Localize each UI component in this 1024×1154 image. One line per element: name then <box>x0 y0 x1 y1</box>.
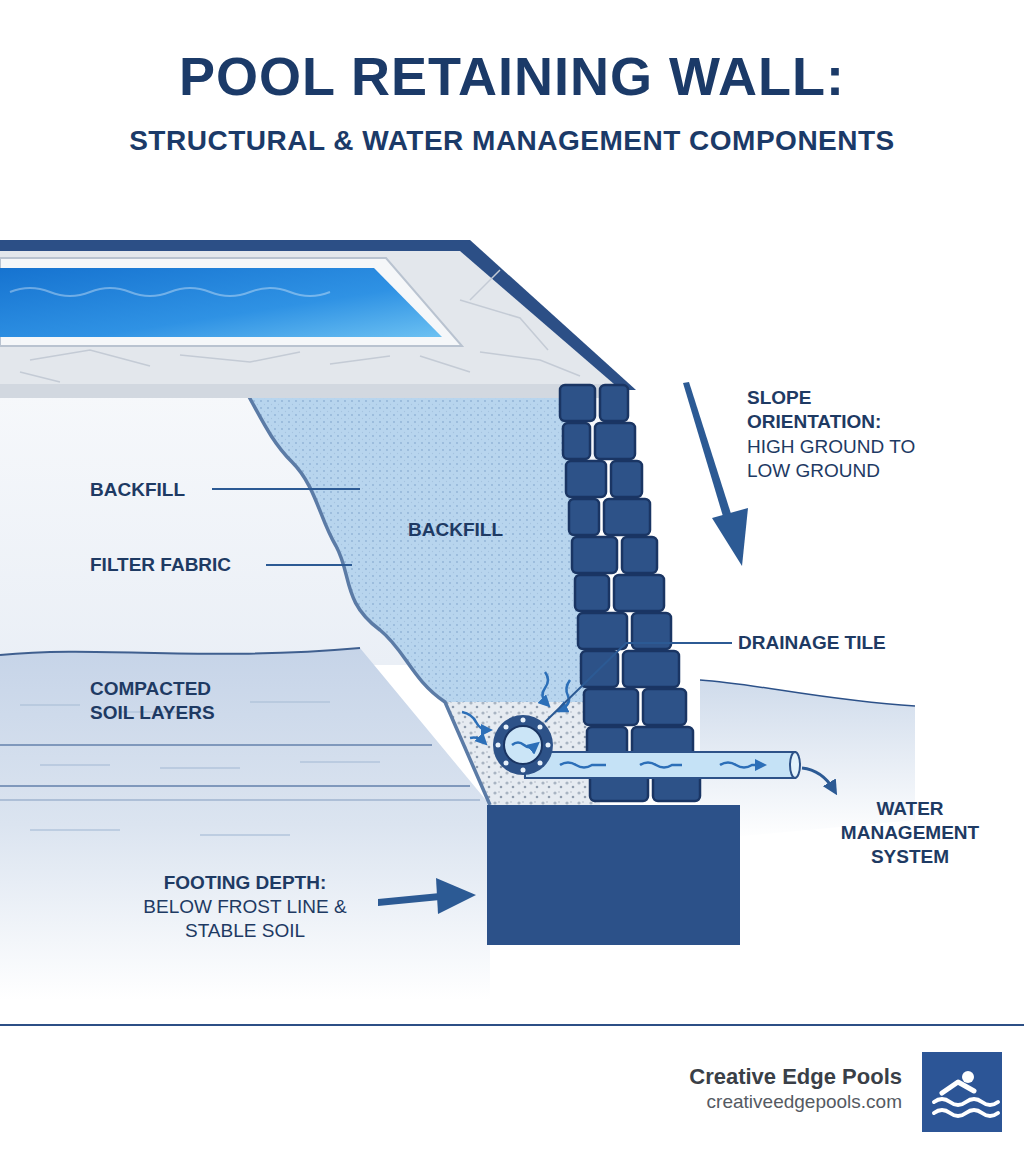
wall-block <box>595 423 635 459</box>
drain-tile <box>493 715 553 775</box>
part-label: WATER MANAGEMENT SYSTEM <box>825 797 995 868</box>
outlet-arrow <box>802 768 834 790</box>
logo-box <box>922 1052 1002 1132</box>
logo-swimmer-body <box>942 1082 974 1093</box>
seepage-arrow <box>462 712 488 730</box>
note-text: HIGH GROUND TO LOW GROUND <box>747 435 947 483</box>
wall-block <box>572 537 617 573</box>
wall-block <box>604 499 650 535</box>
soil-layer-line <box>0 799 480 801</box>
slope-arrow-shaft <box>683 382 733 523</box>
perforation <box>504 761 509 766</box>
wall-block <box>623 651 679 687</box>
perforation <box>538 761 543 766</box>
perforation <box>496 743 501 748</box>
leader-line <box>545 643 732 722</box>
drain-tile-bore <box>504 726 542 764</box>
wall-block <box>566 461 606 497</box>
perforation <box>504 725 509 730</box>
soil-line <box>0 648 360 655</box>
backfill-texture <box>248 395 596 702</box>
wall-blocks <box>560 385 700 801</box>
wall-block <box>622 537 657 573</box>
pool-water <box>0 268 442 337</box>
note-text: BELOW FROST LINE & STABLE SOIL <box>140 895 350 943</box>
wall-block <box>578 613 627 649</box>
footer-rule <box>0 1024 1024 1026</box>
wall-block <box>611 461 642 497</box>
deck-edge <box>0 384 622 398</box>
diagram-title: POOL RETAINING WALL: <box>0 44 1024 109</box>
part-label: FOOTING DEPTH: <box>140 871 350 895</box>
perforation <box>521 718 526 723</box>
soil-layer-line <box>0 744 432 746</box>
footing-arrow-head <box>436 878 476 914</box>
footing-arrow-shaft <box>378 893 440 906</box>
deck-coping <box>0 240 636 390</box>
wall-block <box>643 689 686 725</box>
filter-fabric-line <box>248 395 490 805</box>
wall-block <box>614 575 664 611</box>
part-label: BACKFILL <box>90 478 230 502</box>
part-label: BACKFILL <box>408 518 548 542</box>
logo-wave <box>934 1099 998 1105</box>
deck-surface <box>0 251 614 384</box>
pool-coping <box>0 258 462 346</box>
wall-block <box>560 385 595 421</box>
water-wave <box>10 288 330 296</box>
perforation <box>546 743 551 748</box>
drain-tile-perforations <box>496 718 551 773</box>
part-label: DRAINAGE TILE <box>738 631 938 655</box>
logo-swimmer-head <box>962 1071 974 1083</box>
ground-line <box>700 680 915 706</box>
slope-arrow-head <box>712 508 748 566</box>
flow-arrow <box>560 763 762 768</box>
flow-arrow <box>512 743 536 748</box>
seepage-arrow <box>542 672 548 704</box>
leader-line <box>266 564 352 566</box>
wall-block <box>584 689 638 725</box>
part-label: FILTER FABRIC <box>90 553 290 577</box>
seepage-arrow <box>470 738 484 743</box>
leader-line <box>212 488 360 490</box>
wall-block <box>569 499 599 535</box>
soil-layer-line <box>0 785 470 787</box>
footing <box>487 805 740 945</box>
compacted-soil <box>0 648 490 1000</box>
diagram-subtitle: STRUCTURAL & WATER MANAGEMENT COMPONENTS <box>0 123 1024 158</box>
part-label: SLOPE ORIENTATION: <box>747 386 897 434</box>
brand-url: creativeedgepools.com <box>560 1090 902 1114</box>
wall-block <box>563 423 590 459</box>
perforation <box>521 768 526 773</box>
wall-block <box>575 575 609 611</box>
pipe-end <box>790 752 800 778</box>
perforation <box>538 725 543 730</box>
outlet-pipe <box>525 752 795 778</box>
wall-block <box>600 385 628 421</box>
brand-name: Creative Edge Pools <box>560 1063 902 1091</box>
backfill-zone <box>248 395 596 702</box>
logo-wave <box>934 1110 998 1116</box>
part-label: COMPACTED SOIL LAYERS <box>90 677 260 725</box>
